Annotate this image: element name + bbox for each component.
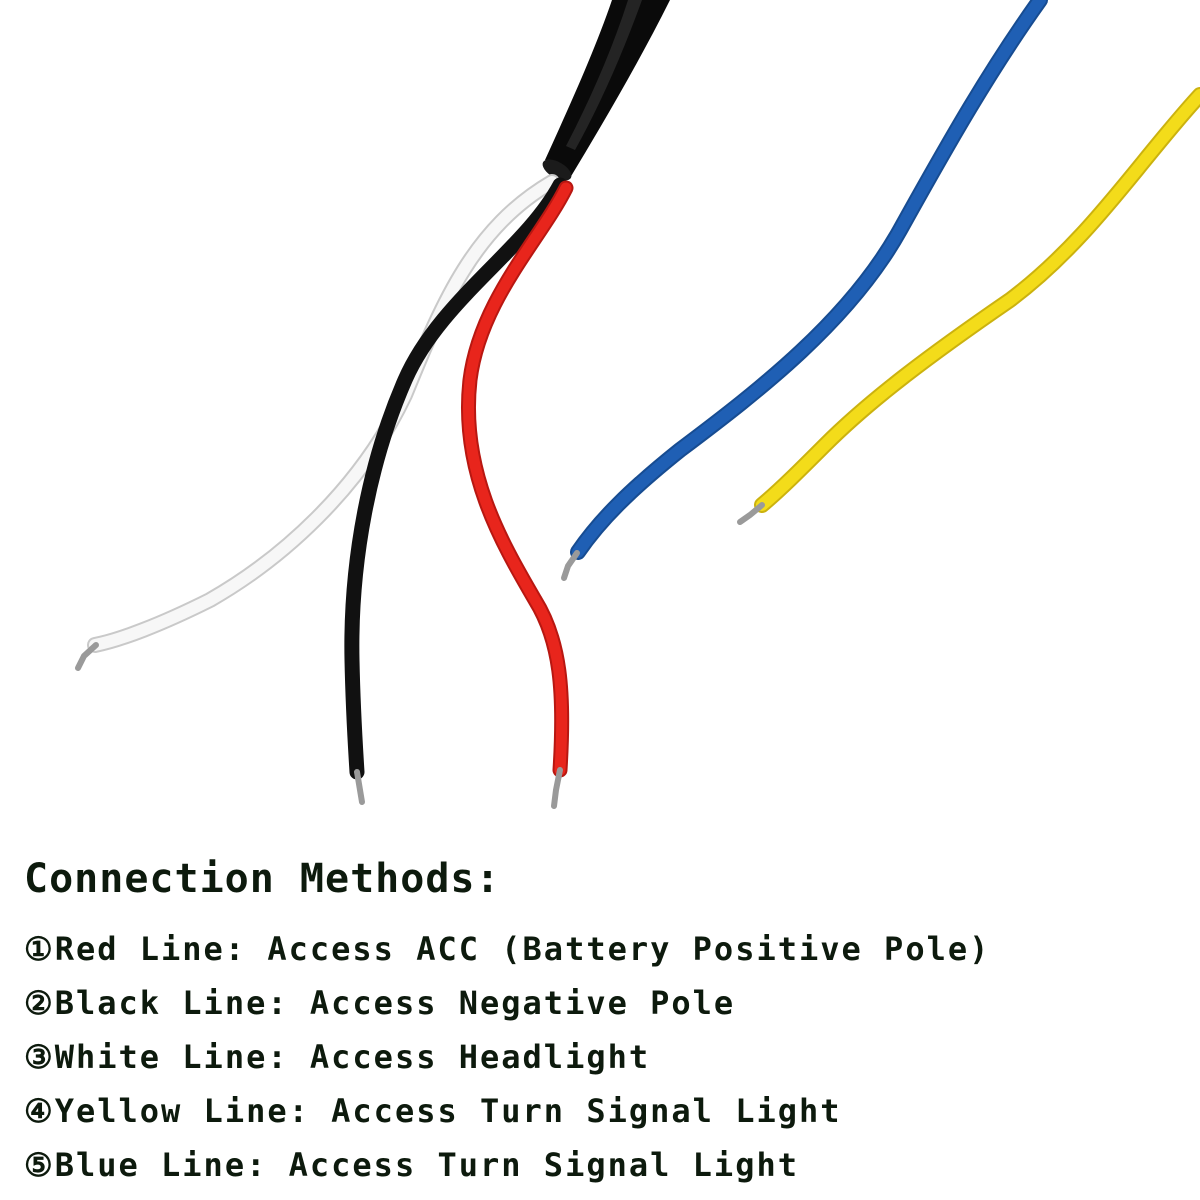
list-item-blue-line: ⑤Blue Line: Access Turn Signal Light [24, 1146, 799, 1184]
yellow-wire [737, 87, 1200, 525]
list-item-white-line: ③White Line: Access Headlight [24, 1038, 651, 1076]
list-item-black-line: ②Black Line: Access Negative Pole [24, 984, 736, 1022]
list-item-red-line: ①Red Line: Access ACC (Battery Positive … [24, 930, 991, 968]
blue-wire [561, 0, 1048, 581]
list-item-yellow-line: ④Yellow Line: Access Turn Signal Light [24, 1092, 842, 1130]
connection-caption: Connection Methods: ①Red Line: Access AC… [24, 848, 1184, 1192]
connection-list: ①Red Line: Access ACC (Battery Positive … [24, 922, 1184, 1192]
wire-harness-photo [75, 0, 1200, 809]
black-sheath [542, 0, 670, 181]
white-wire [75, 174, 560, 671]
caption-title: Connection Methods: [24, 856, 501, 902]
black-wire [344, 177, 568, 805]
red-wire [460, 180, 574, 809]
